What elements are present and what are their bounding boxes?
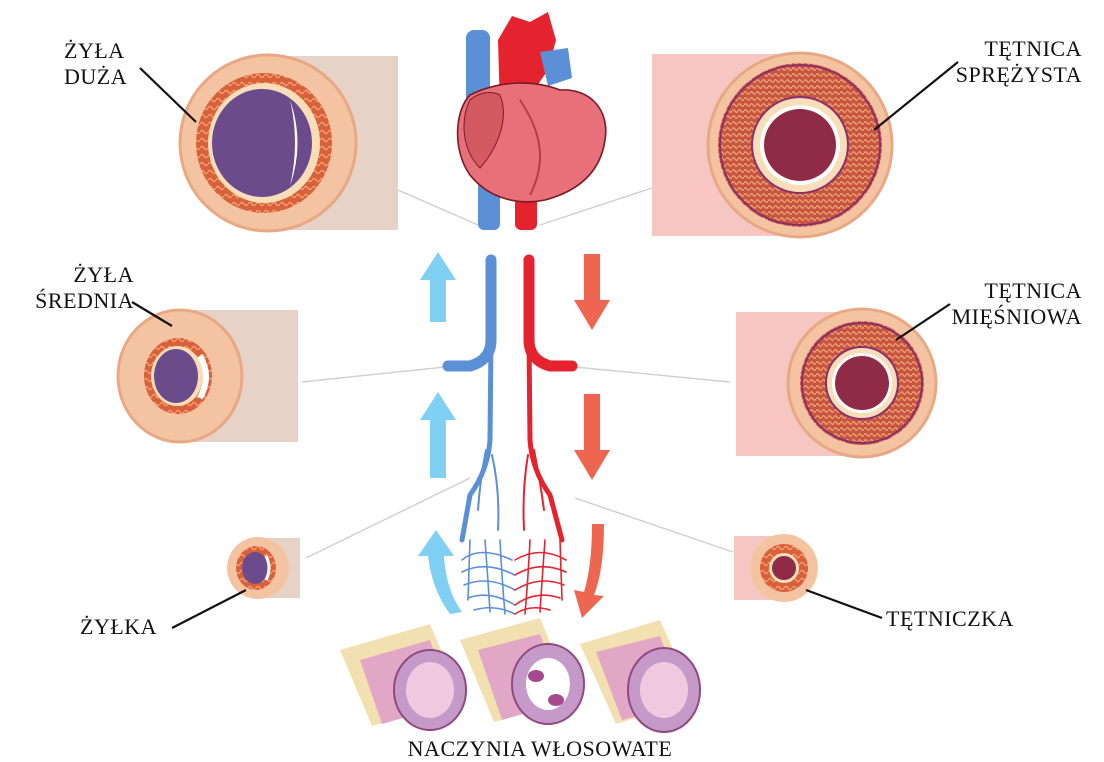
- label-venule: ŻYŁKA: [80, 614, 157, 640]
- label-arteriole: TĘTNICZKA: [886, 606, 1014, 632]
- label-artery-muscular: TĘTNICA MIĘŚNIOWA: [930, 278, 1082, 330]
- artery-tree: [515, 260, 572, 614]
- artery-elastic-section: [652, 53, 892, 237]
- capillary-sections: [340, 618, 700, 732]
- arrow-down-icon: [574, 254, 610, 618]
- capillary-fenestrated: [460, 618, 584, 724]
- vein-tree: [448, 260, 515, 614]
- label-artery-elastic: TĘTNICA SPRĘŻYSTA: [930, 36, 1082, 88]
- vein-medium-section: [118, 310, 298, 442]
- connector-lines: [302, 188, 733, 558]
- artery-muscular-section: [736, 309, 936, 457]
- arrow-up-icon: [418, 252, 462, 614]
- arteriole-section: [734, 534, 818, 602]
- vein-large-section: [180, 55, 398, 231]
- label-vein-medium: ŻYŁA ŚREDNIA: [22, 262, 134, 314]
- capillary-sinusoidal: [580, 620, 700, 732]
- venule-section: [227, 537, 300, 599]
- capillary-continuous: [340, 624, 466, 730]
- label-vein-large: ŻYŁA DUŻA: [64, 38, 127, 90]
- heart-icon: [458, 12, 606, 230]
- label-capillaries: NACZYNIA WŁOSOWATE: [300, 736, 780, 762]
